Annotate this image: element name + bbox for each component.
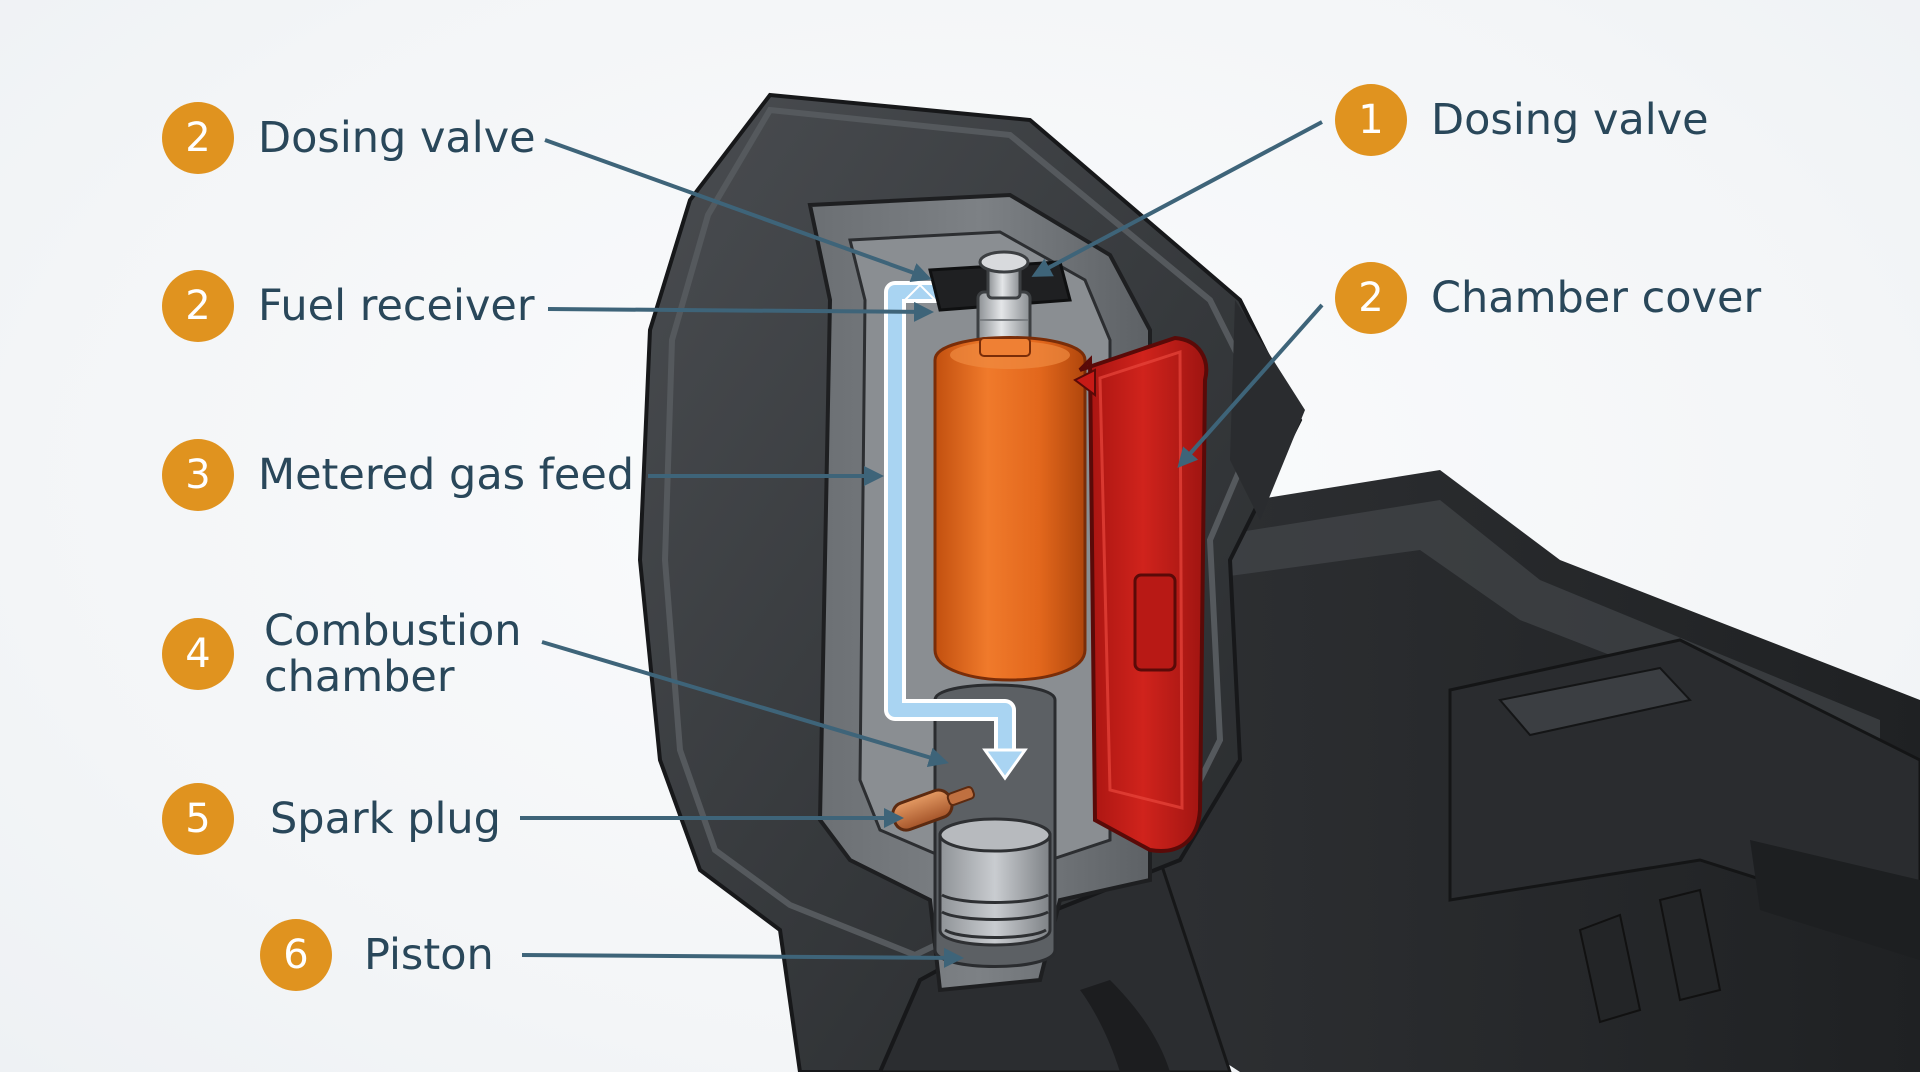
callout-spark-plug: 5 Spark plug <box>162 783 501 855</box>
callout-metered-gas-feed: 3 Metered gas feed <box>162 439 634 511</box>
callout-label: Fuel receiver <box>258 281 535 331</box>
callout-label: Chamber cover <box>1431 273 1762 323</box>
callout-number-badge: 5 <box>162 783 234 855</box>
callout-number-badge: 1 <box>1335 84 1407 156</box>
callout-number-badge: 6 <box>260 919 332 991</box>
callout-fuel-receiver: 2 Fuel receiver <box>162 270 535 342</box>
callout-number-badge: 3 <box>162 439 234 511</box>
callout-label: Dosing valve <box>1431 95 1709 145</box>
callout-label: Spark plug <box>270 794 501 844</box>
leader-line-dosing-valve-left <box>544 138 932 282</box>
piston <box>938 817 1052 947</box>
fuel-cartridge <box>933 336 1087 682</box>
callout-combustion-chamber: 4 Combustion chamber <box>162 608 594 700</box>
callout-number-badge: 2 <box>162 270 234 342</box>
callout-chamber-cover: 2 Chamber cover <box>1335 262 1761 334</box>
leader-line-piston <box>521 947 964 968</box>
leader-line-dosing-valve-right <box>1031 120 1323 277</box>
callout-label: Dosing valve <box>258 113 536 163</box>
callout-number-badge: 2 <box>162 102 234 174</box>
callout-number-badge: 2 <box>1335 262 1407 334</box>
leader-line-fuel-receiver <box>547 301 934 322</box>
callout-dosing-valve-right: 1 Dosing valve <box>1335 84 1709 156</box>
callout-number-badge: 4 <box>162 618 234 690</box>
callout-label: Metered gas feed <box>258 450 635 500</box>
leader-line-chamber-cover <box>1177 303 1324 468</box>
leader-lines <box>520 120 1324 968</box>
callout-label: Combustion chamber <box>264 606 522 702</box>
callout-label: Piston <box>364 930 494 980</box>
callout-dosing-valve-left: 2 Dosing valve <box>162 102 536 174</box>
callout-piston: 6 Piston <box>260 919 494 991</box>
leader-line-combustion-chamber <box>541 640 949 768</box>
gas-feed-channel <box>884 281 1028 781</box>
chamber-cover <box>1073 335 1209 853</box>
